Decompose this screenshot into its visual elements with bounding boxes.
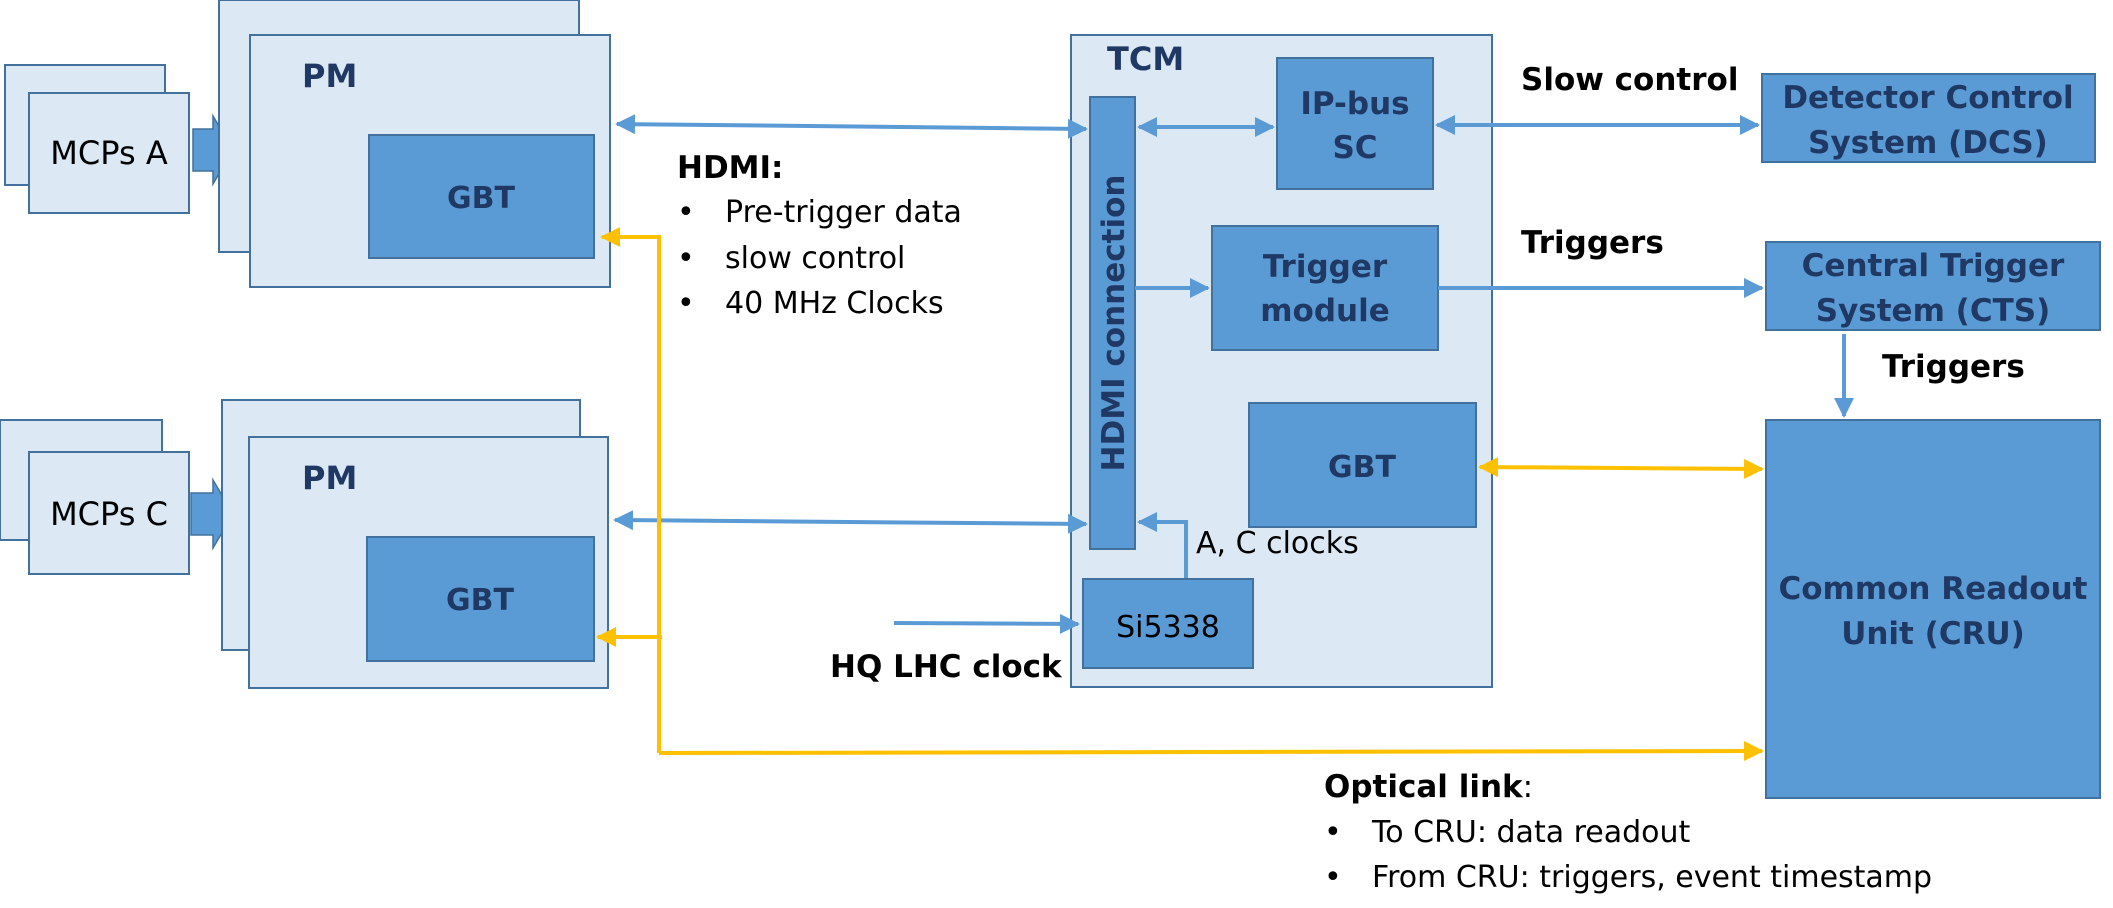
hdmi-note: HDMI: • Pre-trigger data • slow control … [677,150,962,321]
cru-label-1: Common Readout [1778,571,2087,607]
blue-connectors [613,114,1854,634]
hdmi-note-item: 40 MHz Clocks [725,286,944,321]
tcm-gbt-box [1248,402,1477,528]
dcs-label-1: Detector Control [1782,80,2073,116]
optical-note: Optical link: • To CRU: data readout • F… [1324,769,1932,895]
pm-c-gbt-box [366,536,595,662]
pm-c-gbt-label: GBT [446,583,514,618]
optical-note-heading-suffix: : [1523,769,1533,805]
hq-lhc-clock-label: HQ LHC clock [830,649,1063,685]
optical-note-heading: Optical link [1324,769,1524,805]
dcs-box [1761,73,2096,163]
optical-to-cru [658,741,1764,762]
si5338-clock-link [1137,512,1188,578]
lhc-clock-input [893,613,1080,634]
pm-a-hdmi-link [615,114,1088,139]
dcs-label-2: System (DCS) [1808,125,2048,161]
hdmi-connection-label: HDMI connection [1096,175,1132,472]
pm-c-title: PM [302,459,357,497]
trigger-module-label-1: Trigger [1263,249,1388,285]
tcm: TCM HDMI connection IP-bus SC Trigger mo… [1070,34,1493,688]
optical-connectors [596,227,1764,762]
mcps-c-label: MCPs C [50,495,168,533]
tcm-gbt-label: GBT [1328,450,1396,485]
bullet-dot: • [677,195,695,230]
cru-box [1765,419,2101,799]
cts-label-1: Central Trigger [1802,248,2065,284]
ipbus-sc-label-2: SC [1332,130,1377,166]
si5338-label: Si5338 [1116,610,1220,645]
pm-a-gbt-box [368,134,595,259]
bullet-dot: • [1324,815,1342,850]
mcps-a-stack: MCPs A [4,64,190,214]
tcm-gbt-cru-link [1478,457,1764,479]
hdmi-note-item: slow control [725,241,905,276]
optical-note-item: To CRU: data readout [1371,815,1691,850]
pm-c: PM GBT [221,399,609,689]
triggers-top-label: Triggers [1521,225,1664,261]
mcps-a-box [28,92,190,214]
si5338-box [1082,578,1254,669]
bullet-dot: • [677,241,695,276]
bullet-dot: • [1324,860,1342,895]
pm-a: PM GBT [218,0,611,288]
tcm-title: TCM [1107,40,1184,78]
pm-c-hdmi-link [613,510,1088,534]
cru-label-2: Unit (CRU) [1841,616,2025,652]
hdmi-connection-bar [1089,96,1136,550]
mcps-a-label: MCPs A [50,134,168,172]
optical-to-pm-a [600,227,661,753]
slow-control-label: Slow control [1521,62,1738,98]
trigger-module-label-2: module [1260,293,1390,329]
pm-a-title: PM [302,57,357,95]
pm-a-gbt-label: GBT [447,181,515,216]
ipbus-sc-box [1276,57,1434,190]
hdmi-note-item: Pre-trigger data [725,195,962,230]
ac-clocks-label: A, C clocks [1196,526,1359,561]
cts-label-2: System (CTS) [1816,293,2050,329]
mcps-c-stack: MCPs C [0,419,190,575]
triggers-right-label: Triggers [1882,349,2025,385]
cts-box [1765,241,2101,331]
trigger-module-box [1211,225,1439,351]
mcps-c-box [28,451,190,575]
bullet-dot: • [677,286,695,321]
optical-note-heading-line: Optical link: [1324,769,1533,805]
hdmi-note-heading: HDMI: [677,150,783,186]
ipbus-sc-label-1: IP-bus [1300,86,1409,122]
optical-note-item: From CRU: triggers, event timestamp [1372,860,1932,895]
